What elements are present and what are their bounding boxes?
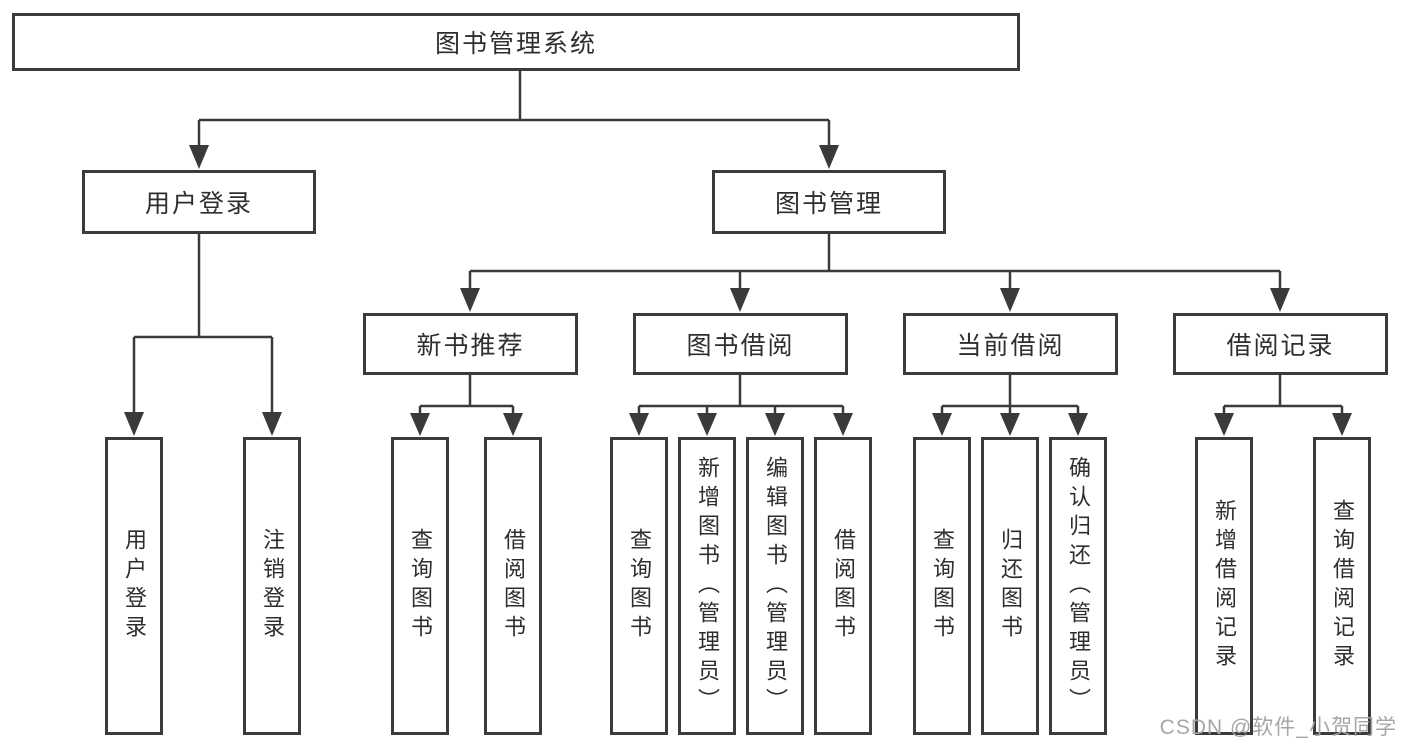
node-borrow-records: 借阅记录 [1173, 313, 1388, 375]
leaf-newbook-borrow: 借阅图书 [484, 437, 542, 735]
leaf-borrow-edit-admin: 编辑图书（管理员） [746, 437, 804, 735]
node-root: 图书管理系统 [12, 13, 1020, 71]
leaf-records-add: 新增借阅记录 [1195, 437, 1253, 735]
leaf-logout: 注销登录 [243, 437, 301, 735]
leaf-newbook-query: 查询图书 [391, 437, 449, 735]
leaf-borrow-add-admin: 新增图书（管理员） [678, 437, 736, 735]
node-user-login: 用户登录 [82, 170, 316, 234]
leaf-user-login: 用户登录 [105, 437, 163, 735]
leaf-records-query: 查询借阅记录 [1313, 437, 1371, 735]
arrowheads [124, 145, 1352, 436]
node-book-management: 图书管理 [712, 170, 946, 234]
node-current-borrow: 当前借阅 [903, 313, 1118, 375]
leaf-current-confirm-admin: 确认归还（管理员） [1049, 437, 1107, 735]
leaf-borrow-query: 查询图书 [610, 437, 668, 735]
leaf-borrow-borrow: 借阅图书 [814, 437, 872, 735]
node-new-book-recommend: 新书推荐 [363, 313, 578, 375]
node-book-borrow: 图书借阅 [633, 313, 848, 375]
leaf-current-query: 查询图书 [913, 437, 971, 735]
leaf-current-return: 归还图书 [981, 437, 1039, 735]
csdn-watermark: CSDN @软件_小贺同学 [1159, 716, 1397, 739]
